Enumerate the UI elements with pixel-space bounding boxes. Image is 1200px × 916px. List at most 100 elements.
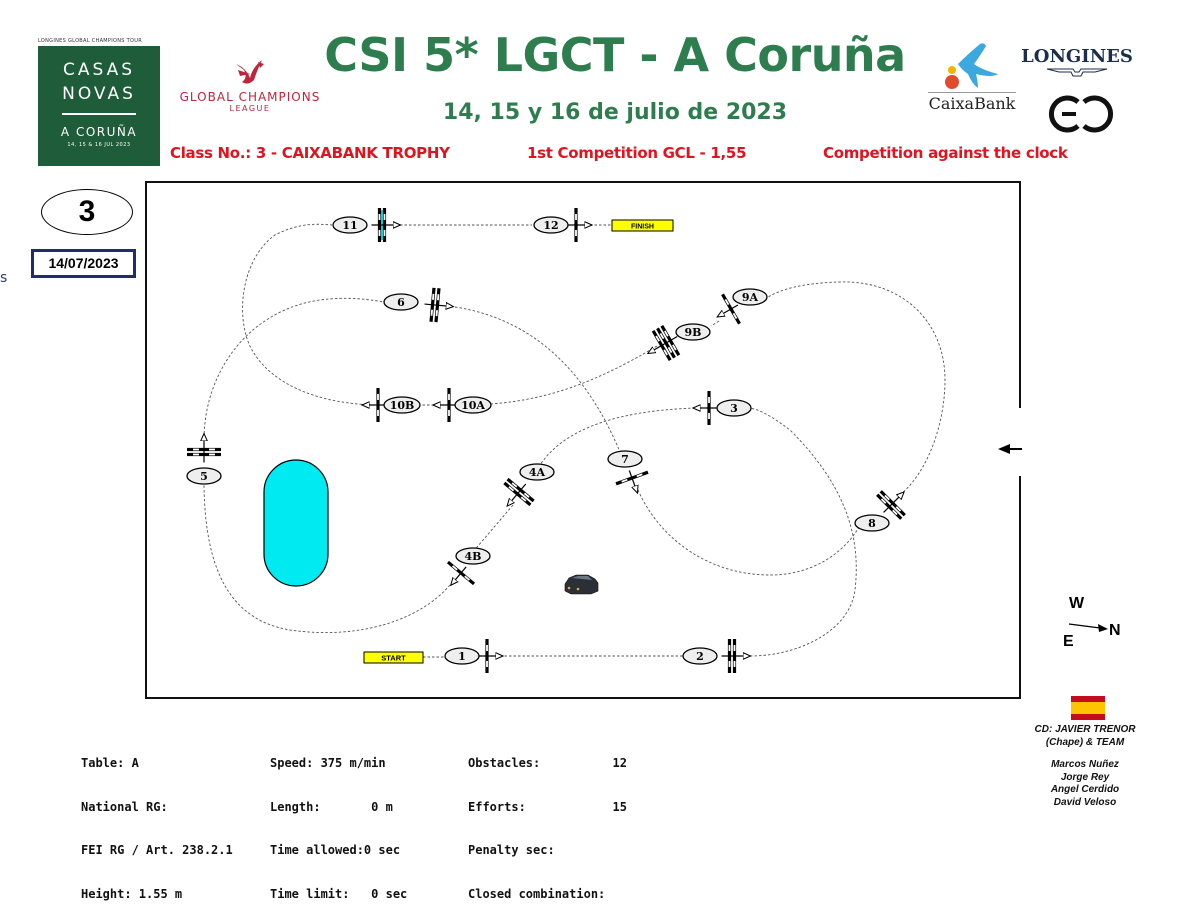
info-table: Table: A	[81, 756, 139, 770]
obstacle-8: 8	[854, 490, 906, 532]
obstacle-number: 4A	[529, 466, 546, 479]
stray-text: s	[0, 270, 8, 286]
obstacle-number: 2	[696, 650, 704, 663]
obstacle-3: 3	[693, 391, 752, 425]
obstacle-fence	[479, 639, 503, 673]
info-speed: Speed: 375 m/min	[270, 756, 386, 770]
obstacle-fence	[433, 388, 457, 422]
caixabank-star-icon	[945, 43, 998, 89]
obstacle-label-ellipse	[332, 216, 368, 234]
competition-name: 1st Competition GCL - 1,55	[527, 144, 747, 162]
obstacle-number: 6	[397, 296, 405, 309]
obstacle-4b: 4B	[446, 547, 491, 596]
compass-east: E	[1063, 633, 1074, 650]
gate-double-arrow-icon	[998, 444, 1022, 454]
obstacle-fence	[693, 391, 717, 425]
obstacle-number: 4B	[465, 550, 482, 563]
gcl-horse-icon	[236, 60, 264, 84]
info-closed-combination: Closed combination:	[468, 886, 606, 901]
longines-wings-icon	[1046, 68, 1108, 77]
info-column-rules: Table: A National RG: FEI RG / Art. 238.…	[81, 727, 233, 916]
obstacle-label-ellipse	[454, 396, 492, 414]
obstacle-fence	[362, 388, 386, 422]
event-dates: 14, 15 y 16 de julio de 2023	[442, 100, 788, 125]
obstacle-fence	[503, 477, 535, 517]
obstacle-fence	[187, 434, 221, 463]
info-fei-rg: FEI RG / Art. 238.2.1	[81, 843, 233, 857]
gc-logo-icon	[1048, 95, 1114, 133]
spain-flag-icon	[1071, 696, 1105, 720]
competition-type: Competition against the clock	[823, 144, 1068, 162]
obstacle-fence	[424, 287, 455, 323]
obstacle-number: 10A	[461, 399, 485, 412]
obstacle-fence	[876, 490, 906, 520]
obstacle-11: 11	[332, 208, 401, 242]
compass-arrow-icon	[1068, 623, 1108, 632]
obstacle-fence	[446, 560, 476, 596]
arena-border	[145, 181, 1021, 699]
logo-line-4: 14, 15 & 16 JUL 2023	[67, 142, 131, 148]
info-column-timing: Speed: 375 m/min Length: 0 m Time allowe…	[270, 727, 407, 916]
obstacle-6: 6	[383, 287, 455, 323]
obstacle-label-ellipse	[675, 323, 711, 341]
obstacle-fence	[721, 639, 751, 673]
obstacle-label-ellipse	[533, 216, 569, 234]
obstacle-label-ellipse	[519, 463, 555, 481]
gcl-subtitle: LEAGUE	[229, 104, 271, 113]
obstacle-9a: 9A	[709, 288, 768, 325]
logo-line-3: A CORUÑA	[60, 125, 138, 139]
designer-name: CD: JAVIER TRENOR	[1034, 724, 1136, 735]
obstacle-1: 1	[444, 639, 503, 673]
casas-novas-logo: CASAS NOVAS A CORUÑA 14, 15 & 16 JUL 202…	[38, 46, 160, 166]
longines-logo: LONGINES	[1021, 46, 1133, 67]
water-pond	[263, 459, 329, 587]
obstacle-10a: 10A	[433, 388, 492, 422]
obstacle-number: 12	[543, 219, 558, 232]
obstacle-label-ellipse	[716, 399, 752, 417]
start-label: START	[381, 654, 406, 663]
obstacle-number: 1	[458, 650, 466, 663]
tour-label: LONGINES GLOBAL CHAMPIONS TOUR	[38, 38, 142, 44]
obstacle-4a: 4A	[503, 463, 555, 517]
logo-line-2: NOVAS	[62, 84, 136, 104]
compass-north: N	[1109, 622, 1121, 639]
obstacle-2: 2	[682, 639, 751, 673]
course-path	[203, 223, 946, 658]
obstacle-number: 3	[730, 402, 738, 415]
obstacle-number: 11	[342, 219, 357, 232]
start-marker: START	[363, 651, 424, 664]
obstacle-number: 9A	[742, 291, 759, 304]
logo-line-1: CASAS	[62, 60, 136, 80]
team-member: Angel Cerdido	[1050, 784, 1120, 795]
obstacle-label-ellipse	[732, 288, 768, 306]
obstacle-label-ellipse	[444, 647, 480, 665]
designer-team: (Chape) & TEAM	[1045, 736, 1125, 748]
competition-date: 14/07/2023	[31, 249, 136, 278]
event-title: CSI 5* LGCT - A Coruña	[324, 28, 906, 82]
obstacle-label-ellipse	[186, 467, 222, 485]
obstacle-label-ellipse	[682, 647, 718, 665]
info-length: Length: 0 m	[270, 799, 393, 814]
car-icon	[564, 574, 599, 595]
obstacle-number: 9B	[685, 326, 702, 339]
obstacle-number: 8	[868, 517, 876, 530]
gcl-title: GLOBAL CHAMPIONS	[179, 90, 321, 104]
obstacle-fence	[639, 324, 681, 362]
class-number-badge: 3	[41, 189, 133, 235]
obstacle-fence	[371, 208, 401, 242]
obstacle-7: 7	[607, 450, 649, 499]
obstacle-label-ellipse	[383, 396, 421, 414]
info-column-counts: Obstacles: 12 Efforts: 15 Penalty sec: C…	[468, 727, 627, 916]
info-efforts: Efforts: 15	[468, 799, 627, 814]
obstacle-label-ellipse	[383, 293, 419, 311]
obstacle-number: 5	[200, 470, 208, 483]
info-penalty-sec: Penalty sec:	[468, 843, 555, 857]
finish-label: FINISH	[631, 224, 654, 231]
logo-divider	[62, 113, 136, 115]
obstacle-number: 10B	[390, 399, 415, 412]
obstacle-10b: 10B	[362, 388, 421, 422]
info-height: Height: 1.55 m	[81, 886, 183, 901]
obstacle-fence	[709, 293, 741, 325]
obstacle-label-ellipse	[854, 514, 890, 532]
